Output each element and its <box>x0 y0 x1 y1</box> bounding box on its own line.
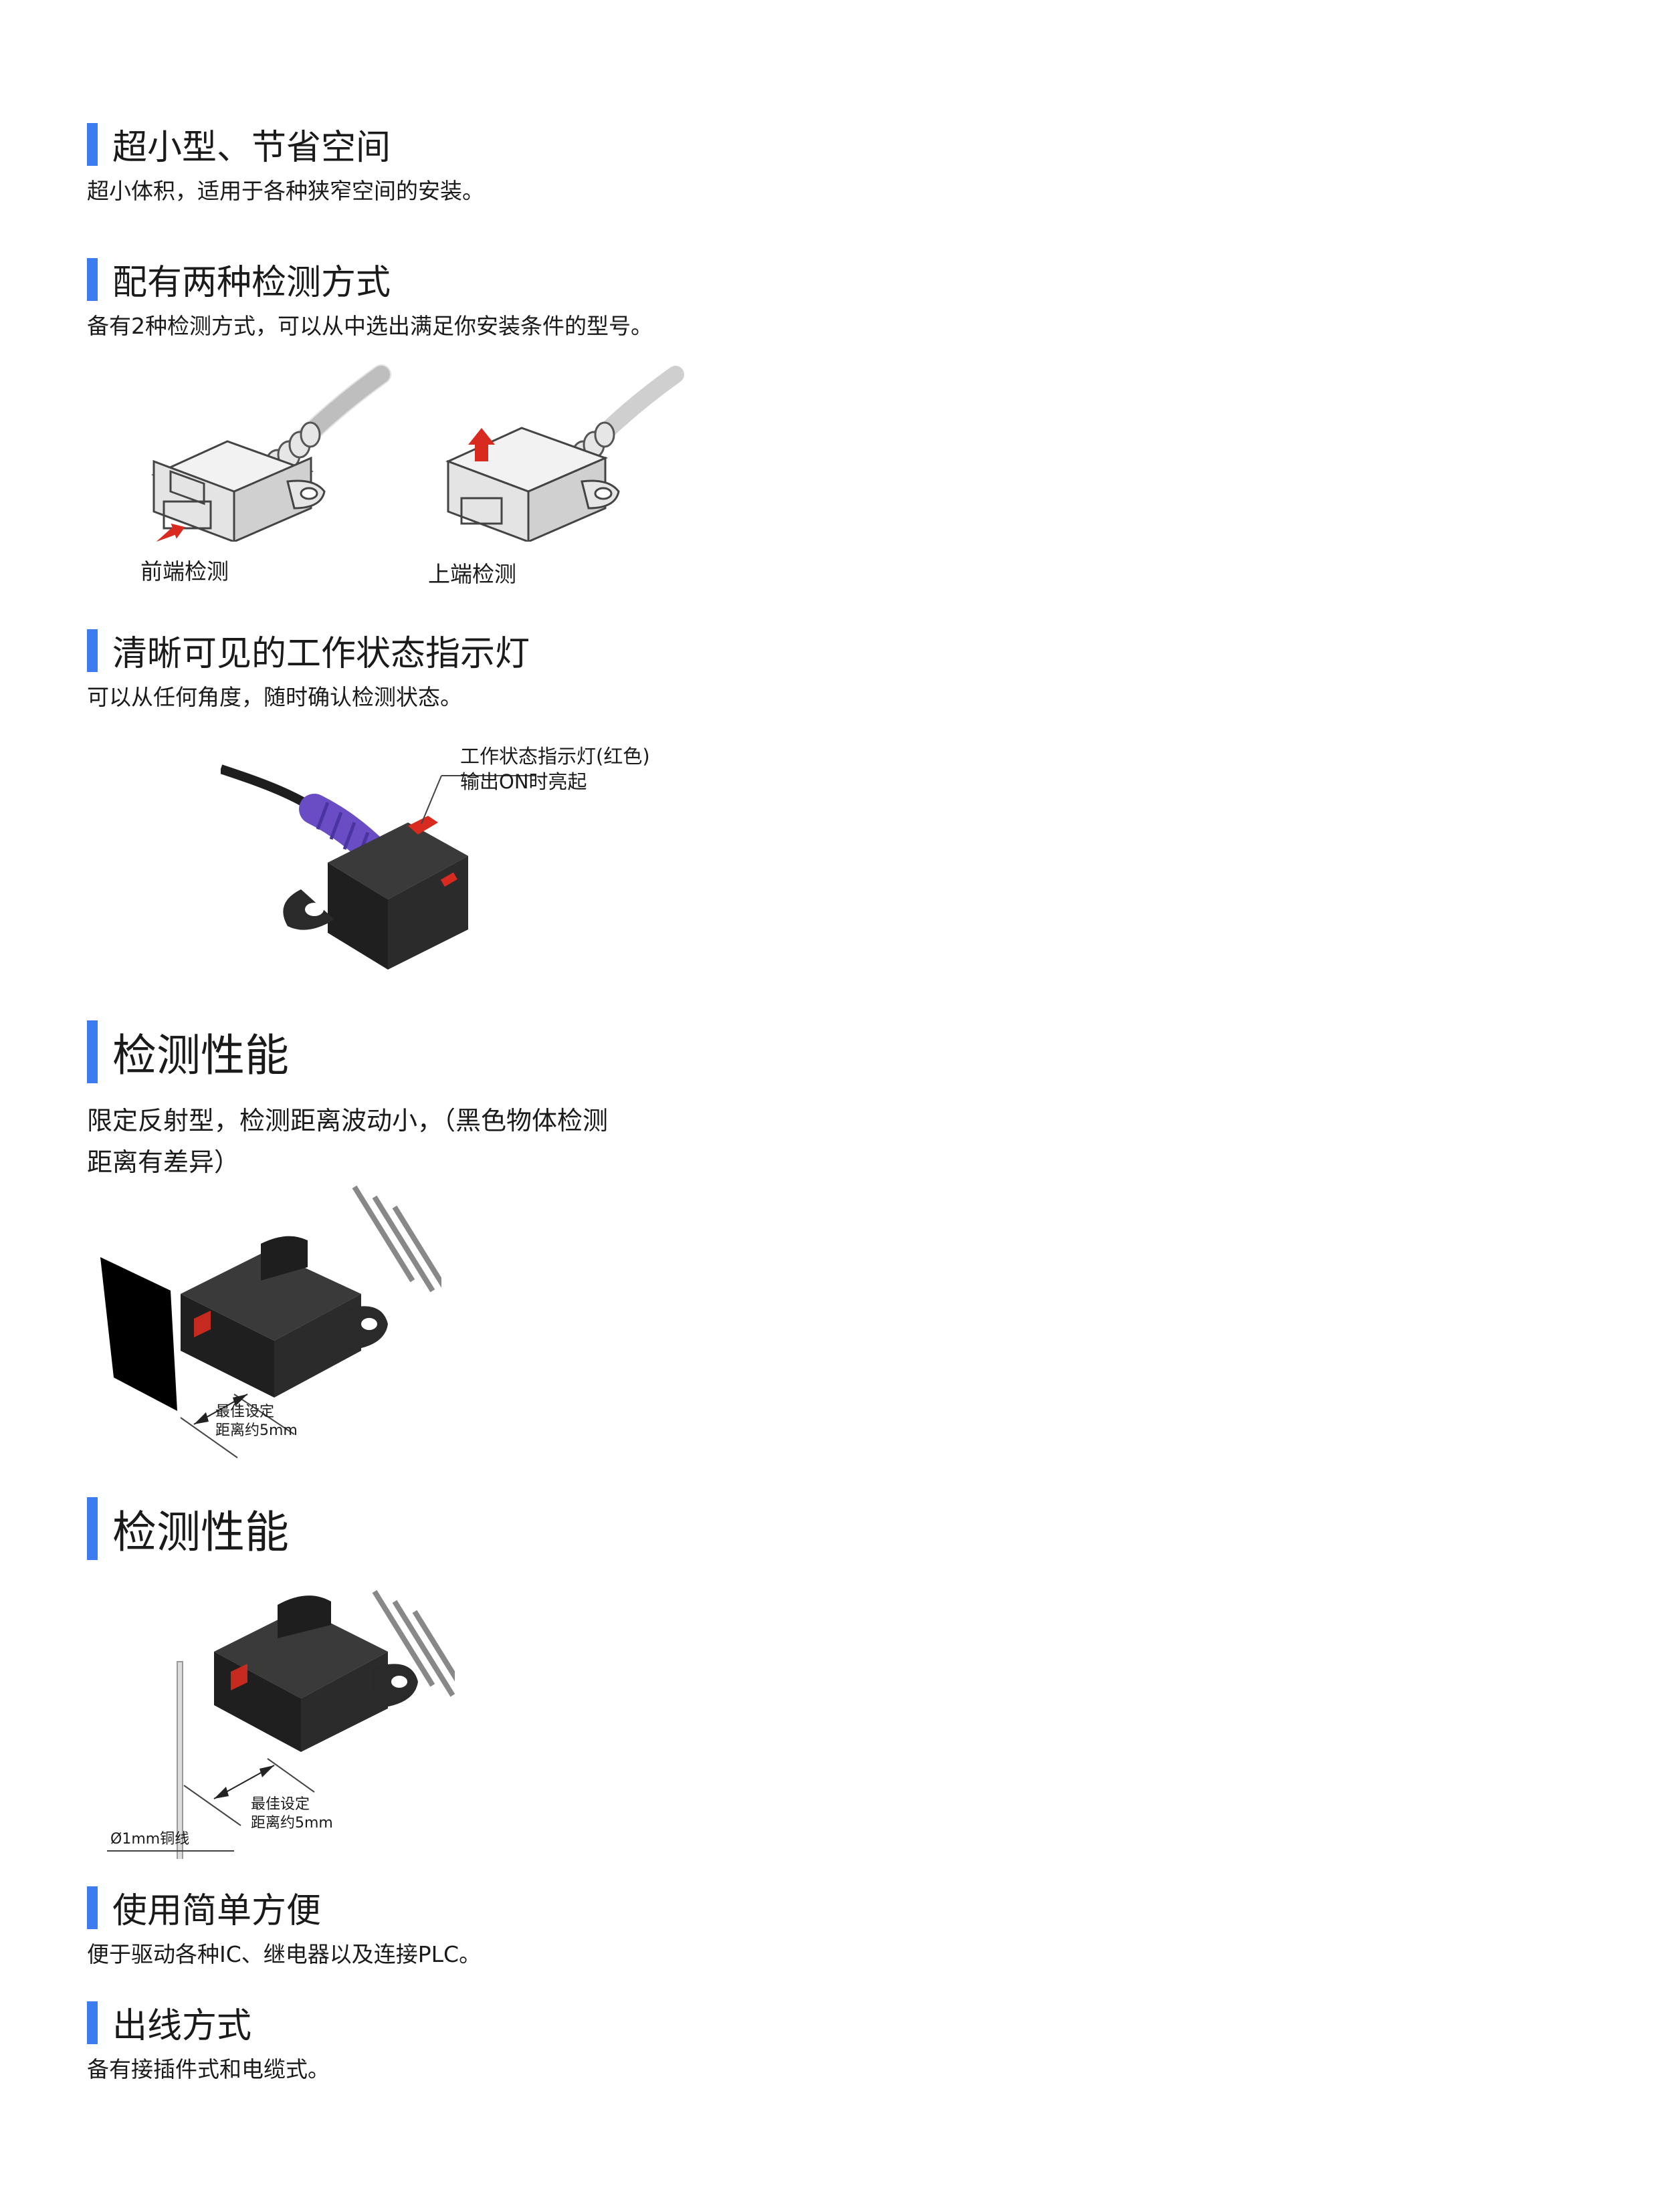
callout-line-2: 输出ON时亮起 <box>460 770 587 793</box>
section-heading: 检测性能 <box>112 1507 289 1558</box>
top-detection-label: 上端检测 <box>428 561 516 587</box>
note-line-2: 距离约5mm <box>251 1815 333 1832</box>
note-line-2: 距离约5mm <box>215 1422 298 1439</box>
description-line-2: 距离有差异） <box>87 1147 240 1177</box>
section-title-detection-modes: 配有两种检测方式 <box>87 254 391 304</box>
accent-bar <box>87 1886 98 1929</box>
section-description: 限定反射型，检测距离波动小，（黑色物体检测 距离有差异） <box>87 1100 608 1183</box>
indicator-sensor-illustration <box>221 764 535 970</box>
section-heading: 超小型、节省空间 <box>112 128 391 168</box>
performance-sensor-illustration-1 <box>100 1185 441 1458</box>
section-title-compact: 超小型、节省空间 <box>87 119 391 169</box>
accent-bar <box>87 1020 98 1083</box>
callout-line-1: 工作状态指示灯(红色) <box>460 745 650 768</box>
section-title-easy-use: 使用简单方便 <box>87 1882 321 1932</box>
section-title-indicator: 清晰可见的工作状态指示灯 <box>87 625 530 675</box>
perf1-distance-note: 最佳设定 距离约5mm <box>215 1403 298 1440</box>
section-title-wiring: 出线方式 <box>87 1997 251 2048</box>
section-description: 可以从任何角度，随时确认检测状态。 <box>87 684 462 710</box>
section-heading: 出线方式 <box>112 2006 252 2046</box>
description-line-1: 限定反射型，检测距离波动小，（黑色物体检测 <box>87 1106 609 1135</box>
accent-bar <box>87 122 98 166</box>
perf2-distance-note: 最佳设定 距离约5mm <box>251 1795 333 1833</box>
wire-label: Ø1mm铜线 <box>110 1831 190 1848</box>
section-heading: 使用简单方便 <box>112 1891 322 1931</box>
section-description: 备有接插件式和电缆式。 <box>87 2056 330 2082</box>
note-line-1: 最佳设定 <box>215 1404 275 1420</box>
section-title-performance-2: 检测性能 <box>87 1497 289 1561</box>
note-line-1: 最佳设定 <box>251 1796 310 1813</box>
accent-bar <box>87 2001 98 2044</box>
section-heading: 清晰可见的工作状态指示灯 <box>112 634 530 674</box>
section-heading: 配有两种检测方式 <box>112 263 391 303</box>
top-detection-illustration <box>445 366 684 542</box>
front-detection-illustration <box>151 364 391 542</box>
section-description: 便于驱动各种IC、继电器以及连接PLC。 <box>87 1941 482 1967</box>
front-detection-label: 前端检测 <box>140 558 229 584</box>
section-title-performance-1: 检测性能 <box>87 1020 289 1084</box>
accent-bar <box>87 257 98 301</box>
indicator-callout: 工作状态指示灯(红色) 输出ON时亮起 <box>460 744 650 794</box>
section-description: 备有2种检测方式，可以从中选出满足你安装条件的型号。 <box>87 313 653 339</box>
accent-bar <box>87 629 98 672</box>
performance-sensor-illustration-2 <box>107 1589 455 1859</box>
section-heading: 检测性能 <box>112 1030 289 1081</box>
section-description: 超小体积，适用于各种狭窄空间的安装。 <box>87 178 484 204</box>
accent-bar <box>87 1497 98 1560</box>
